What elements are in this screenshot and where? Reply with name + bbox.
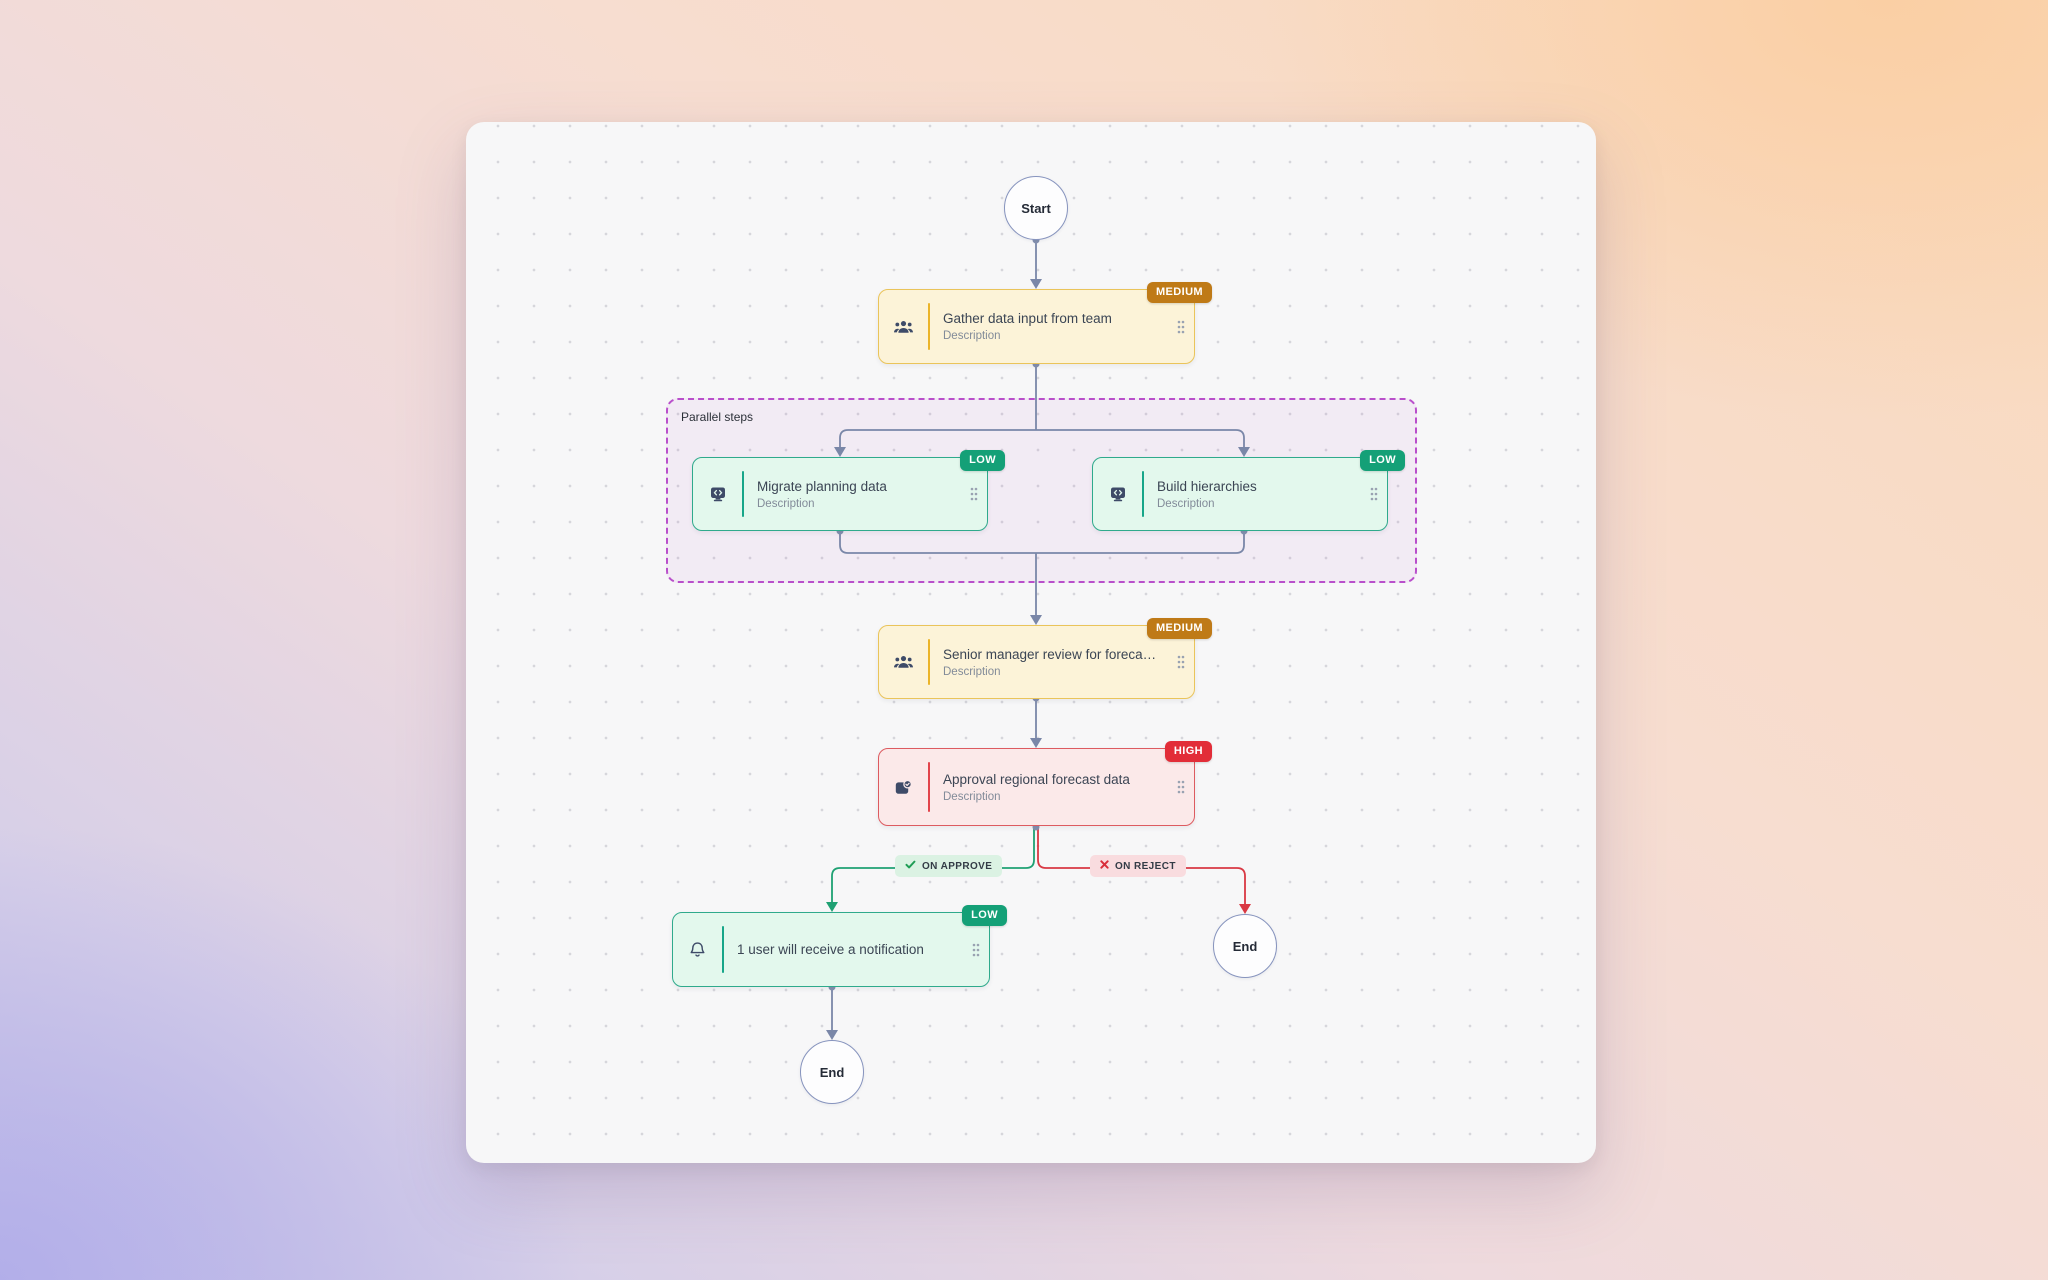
- node-description: Description: [943, 665, 1001, 678]
- arrowhead: [826, 1030, 838, 1040]
- arrowhead-approve: [826, 902, 838, 912]
- users-icon: [879, 655, 928, 669]
- priority-badge: LOW: [960, 450, 1005, 471]
- start-label: Start: [1021, 200, 1051, 216]
- divider: [742, 471, 744, 517]
- drag-handle-icon[interactable]: [1168, 780, 1194, 794]
- node-description: Description: [943, 790, 1001, 803]
- drag-handle-icon[interactable]: [1168, 655, 1194, 669]
- arrowhead: [834, 447, 846, 457]
- step-node-approval[interactable]: HIGH Approval regional forecast data Des…: [878, 741, 1212, 826]
- branch-label: ON REJECT: [1115, 860, 1176, 872]
- end-label: End: [1232, 938, 1258, 954]
- parallel-steps-label: Parallel steps: [681, 410, 754, 424]
- drag-handle-icon[interactable]: [961, 487, 987, 501]
- drag-handle-icon[interactable]: [1168, 320, 1194, 334]
- divider: [928, 639, 930, 685]
- start-node[interactable]: Start: [1004, 176, 1068, 240]
- node-title: Approval regional forecast data: [943, 771, 1130, 787]
- check-icon: [905, 860, 916, 872]
- step-node-review[interactable]: MEDIUM Senior manager review for foreca……: [878, 618, 1212, 699]
- monitor-code-icon: [1093, 487, 1142, 502]
- divider: [928, 303, 930, 350]
- node-description: Description: [757, 497, 815, 510]
- end-node-left[interactable]: End: [800, 1040, 864, 1104]
- priority-badge: MEDIUM: [1146, 618, 1212, 639]
- arrowhead: [1238, 447, 1250, 457]
- node-description: Description: [1157, 497, 1215, 510]
- node-description: Description: [943, 330, 1001, 342]
- workflow-canvas[interactable]: Parallel steps: [466, 122, 1596, 1163]
- priority-badge: LOW: [1360, 450, 1405, 471]
- node-title: 1 user will receive a notification: [737, 942, 924, 957]
- bell-icon: [673, 941, 722, 958]
- approval-check-icon: [879, 779, 928, 795]
- step-node-gather[interactable]: MEDIUM Gather data input from team Descr…: [878, 282, 1212, 364]
- priority-badge: LOW: [962, 905, 1007, 926]
- arrowhead: [1030, 615, 1042, 625]
- end-node-right[interactable]: End: [1213, 914, 1277, 978]
- arrowhead-reject: [1239, 904, 1251, 914]
- edges-layer: [826, 236, 1251, 1040]
- users-icon: [879, 320, 928, 334]
- step-node-migrate[interactable]: LOW Migrate planning data Description: [692, 450, 1005, 531]
- divider: [722, 926, 724, 973]
- divider: [928, 762, 930, 812]
- edge-join: [839, 531, 1245, 554]
- monitor-code-icon: [693, 487, 742, 502]
- x-icon: [1100, 860, 1109, 872]
- drag-handle-icon[interactable]: [1361, 487, 1387, 501]
- edge-split-migrate: [839, 429, 1036, 452]
- drag-handle-icon[interactable]: [963, 943, 989, 957]
- arrowhead: [1030, 279, 1042, 289]
- priority-badge: HIGH: [1164, 741, 1212, 762]
- priority-badge: MEDIUM: [1146, 282, 1212, 303]
- divider: [1142, 471, 1144, 517]
- branch-label: ON APPROVE: [922, 860, 993, 872]
- node-title: Senior manager review for foreca…: [943, 646, 1157, 662]
- edge-split-build: [1036, 429, 1245, 452]
- step-node-build[interactable]: LOW Build hierarchies Description: [1092, 450, 1405, 531]
- node-title: Build hierarchies: [1157, 478, 1257, 494]
- node-title: Gather data input from team: [943, 311, 1112, 326]
- step-node-notification[interactable]: LOW 1 user will receive a notification: [672, 905, 1007, 987]
- end-label: End: [819, 1064, 845, 1080]
- node-title: Migrate planning data: [757, 478, 887, 494]
- edge-label-on-reject: ON REJECT: [1090, 855, 1186, 877]
- edge-label-on-approve: ON APPROVE: [895, 855, 1003, 877]
- arrowhead: [1030, 738, 1042, 748]
